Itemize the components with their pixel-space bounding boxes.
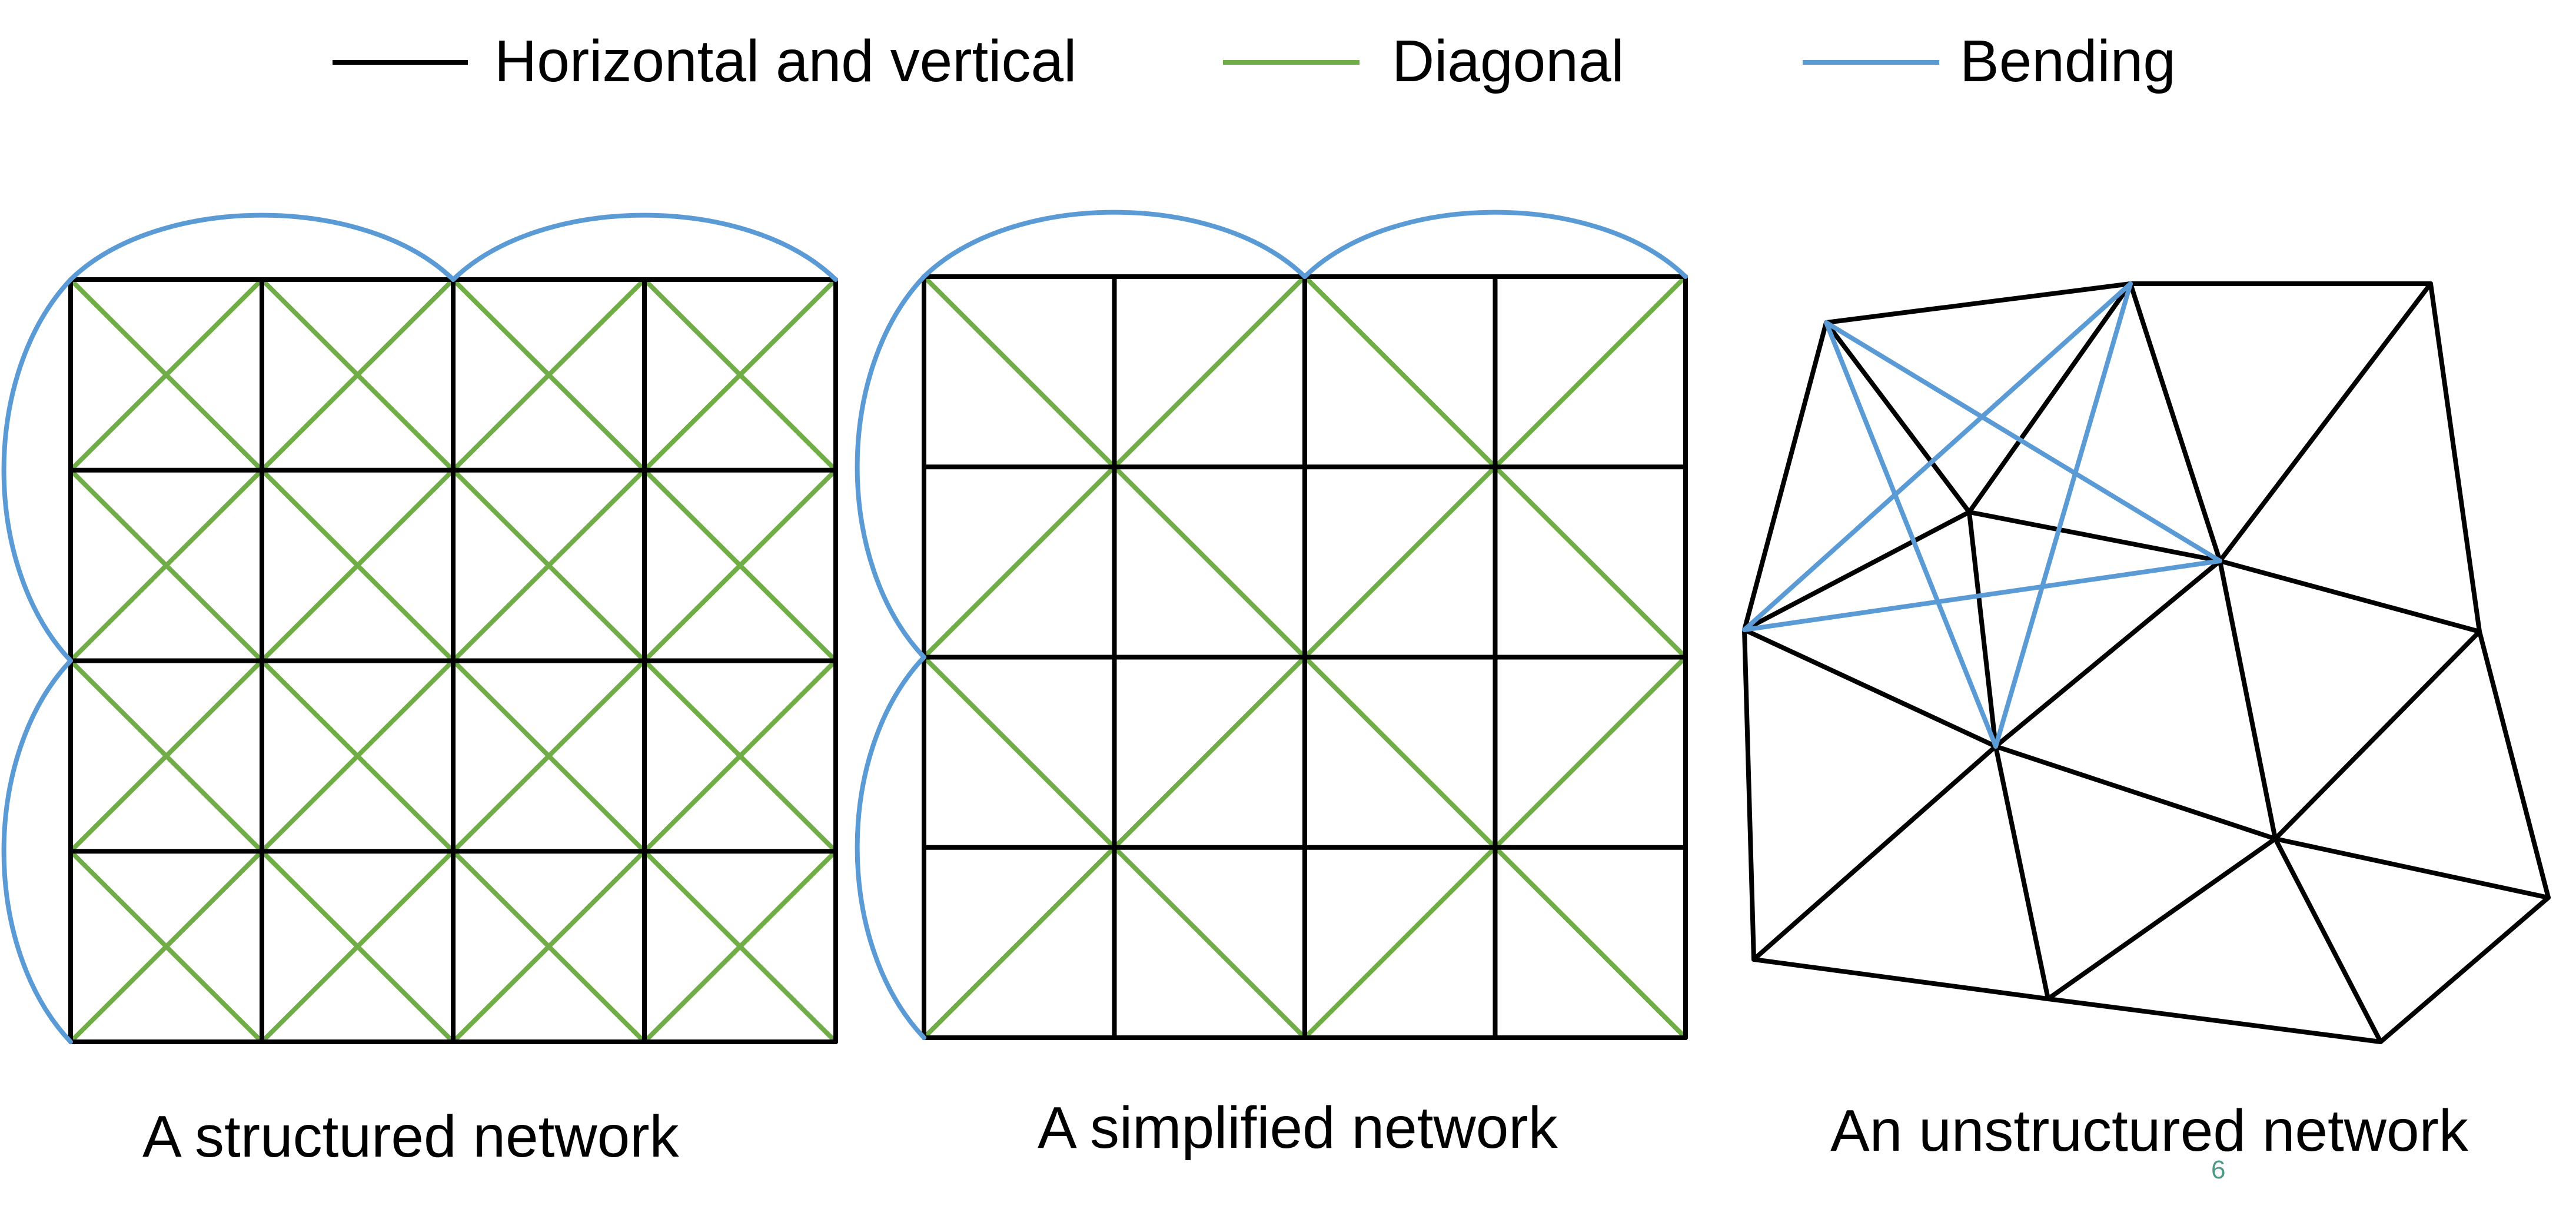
diagonal-member (68, 849, 264, 1044)
structured-network (1, 212, 838, 1044)
network-member (1751, 957, 2050, 1001)
diagonal-member (1493, 655, 1688, 850)
bending-member (855, 655, 926, 1040)
diagonal-member (1302, 655, 1498, 850)
network-member (1993, 744, 2278, 841)
bending-member (1302, 210, 1688, 279)
diagonal-member (260, 658, 456, 854)
diagonal-member (1112, 655, 1307, 850)
diagonal-member (1302, 845, 1498, 1040)
network-member (2428, 281, 2482, 634)
diagonal-member (260, 467, 456, 663)
diagonal-member (1302, 274, 1498, 470)
network-member (2218, 281, 2433, 563)
legend: Horizontal and vertical Diagonal Bending (333, 28, 2176, 94)
bending-member (1824, 320, 1998, 749)
simplified-network (855, 210, 1688, 1040)
network-member (1742, 320, 1829, 632)
diagonal-member (260, 849, 456, 1044)
network-member (2273, 836, 2383, 1044)
bending-member (1, 277, 73, 663)
diagonal-member (922, 655, 1117, 850)
network-member (2378, 895, 2551, 1044)
diagonal-member (1112, 274, 1307, 470)
diagonal-member (451, 277, 647, 473)
diagonal-member (451, 467, 647, 663)
network-member (2046, 997, 2383, 1044)
page-number: 6 (2211, 1155, 2225, 1184)
diagonal-member (642, 849, 838, 1044)
legend-label-diagonal: Diagonal (1392, 28, 1624, 94)
unstructured-network (1742, 281, 2551, 1044)
diagonal-member (642, 467, 838, 663)
network-member (1967, 281, 2133, 514)
diagonal-member (642, 658, 838, 854)
caption-structured-network: A structured network (142, 1104, 680, 1170)
diagonal-member (1112, 464, 1307, 660)
bending-member (1993, 281, 2133, 749)
diagonal-member (451, 658, 647, 854)
diagonal-member (1302, 464, 1498, 660)
caption-simplified-network: A simplified network (1038, 1095, 1558, 1161)
bending-member (1824, 320, 2222, 563)
network-member (2128, 281, 2222, 563)
network-member (2273, 836, 2551, 900)
diagonal-member (1493, 464, 1688, 660)
network-member (1967, 510, 2222, 563)
diagonal-member (68, 277, 264, 473)
diagonal-member (922, 274, 1117, 470)
diagonal-member (1493, 274, 1688, 470)
network-member (2218, 559, 2278, 841)
network-member (1824, 320, 1972, 514)
diagonal-member (68, 658, 264, 854)
network-member (1742, 510, 1972, 632)
network-member (1967, 510, 1998, 749)
diagonal-member (68, 467, 264, 663)
network-member (1742, 627, 1756, 962)
legend-label-bending: Bending (1960, 28, 2176, 94)
bending-member (1742, 559, 2222, 632)
bending-member (855, 274, 926, 660)
diagonal-member (922, 845, 1117, 1040)
diagonal-member (642, 277, 838, 473)
network-member (1824, 281, 2133, 325)
network-member (1742, 627, 1998, 749)
network-member (2477, 629, 2551, 900)
legend-label-horizontal-vertical: Horizontal and vertical (494, 28, 1076, 94)
bending-member (68, 212, 456, 282)
network-member (1993, 559, 2222, 749)
diagonal-member (1493, 845, 1688, 1040)
network-member (1993, 744, 2050, 1001)
caption-unstructured-network: An unstructured network (1830, 1098, 2469, 1164)
diagonal-member (922, 464, 1117, 660)
diagonal-member (1112, 845, 1307, 1040)
network-member (2046, 836, 2278, 1001)
diagonal-member (451, 849, 647, 1044)
network-member (2273, 629, 2482, 841)
diagonal-member (260, 277, 456, 473)
bending-member (1742, 281, 2133, 632)
network-member (1751, 744, 1998, 962)
bending-member (451, 212, 838, 282)
network-member (2218, 559, 2482, 634)
bending-member (1, 658, 73, 1044)
bending-member (922, 210, 1307, 279)
